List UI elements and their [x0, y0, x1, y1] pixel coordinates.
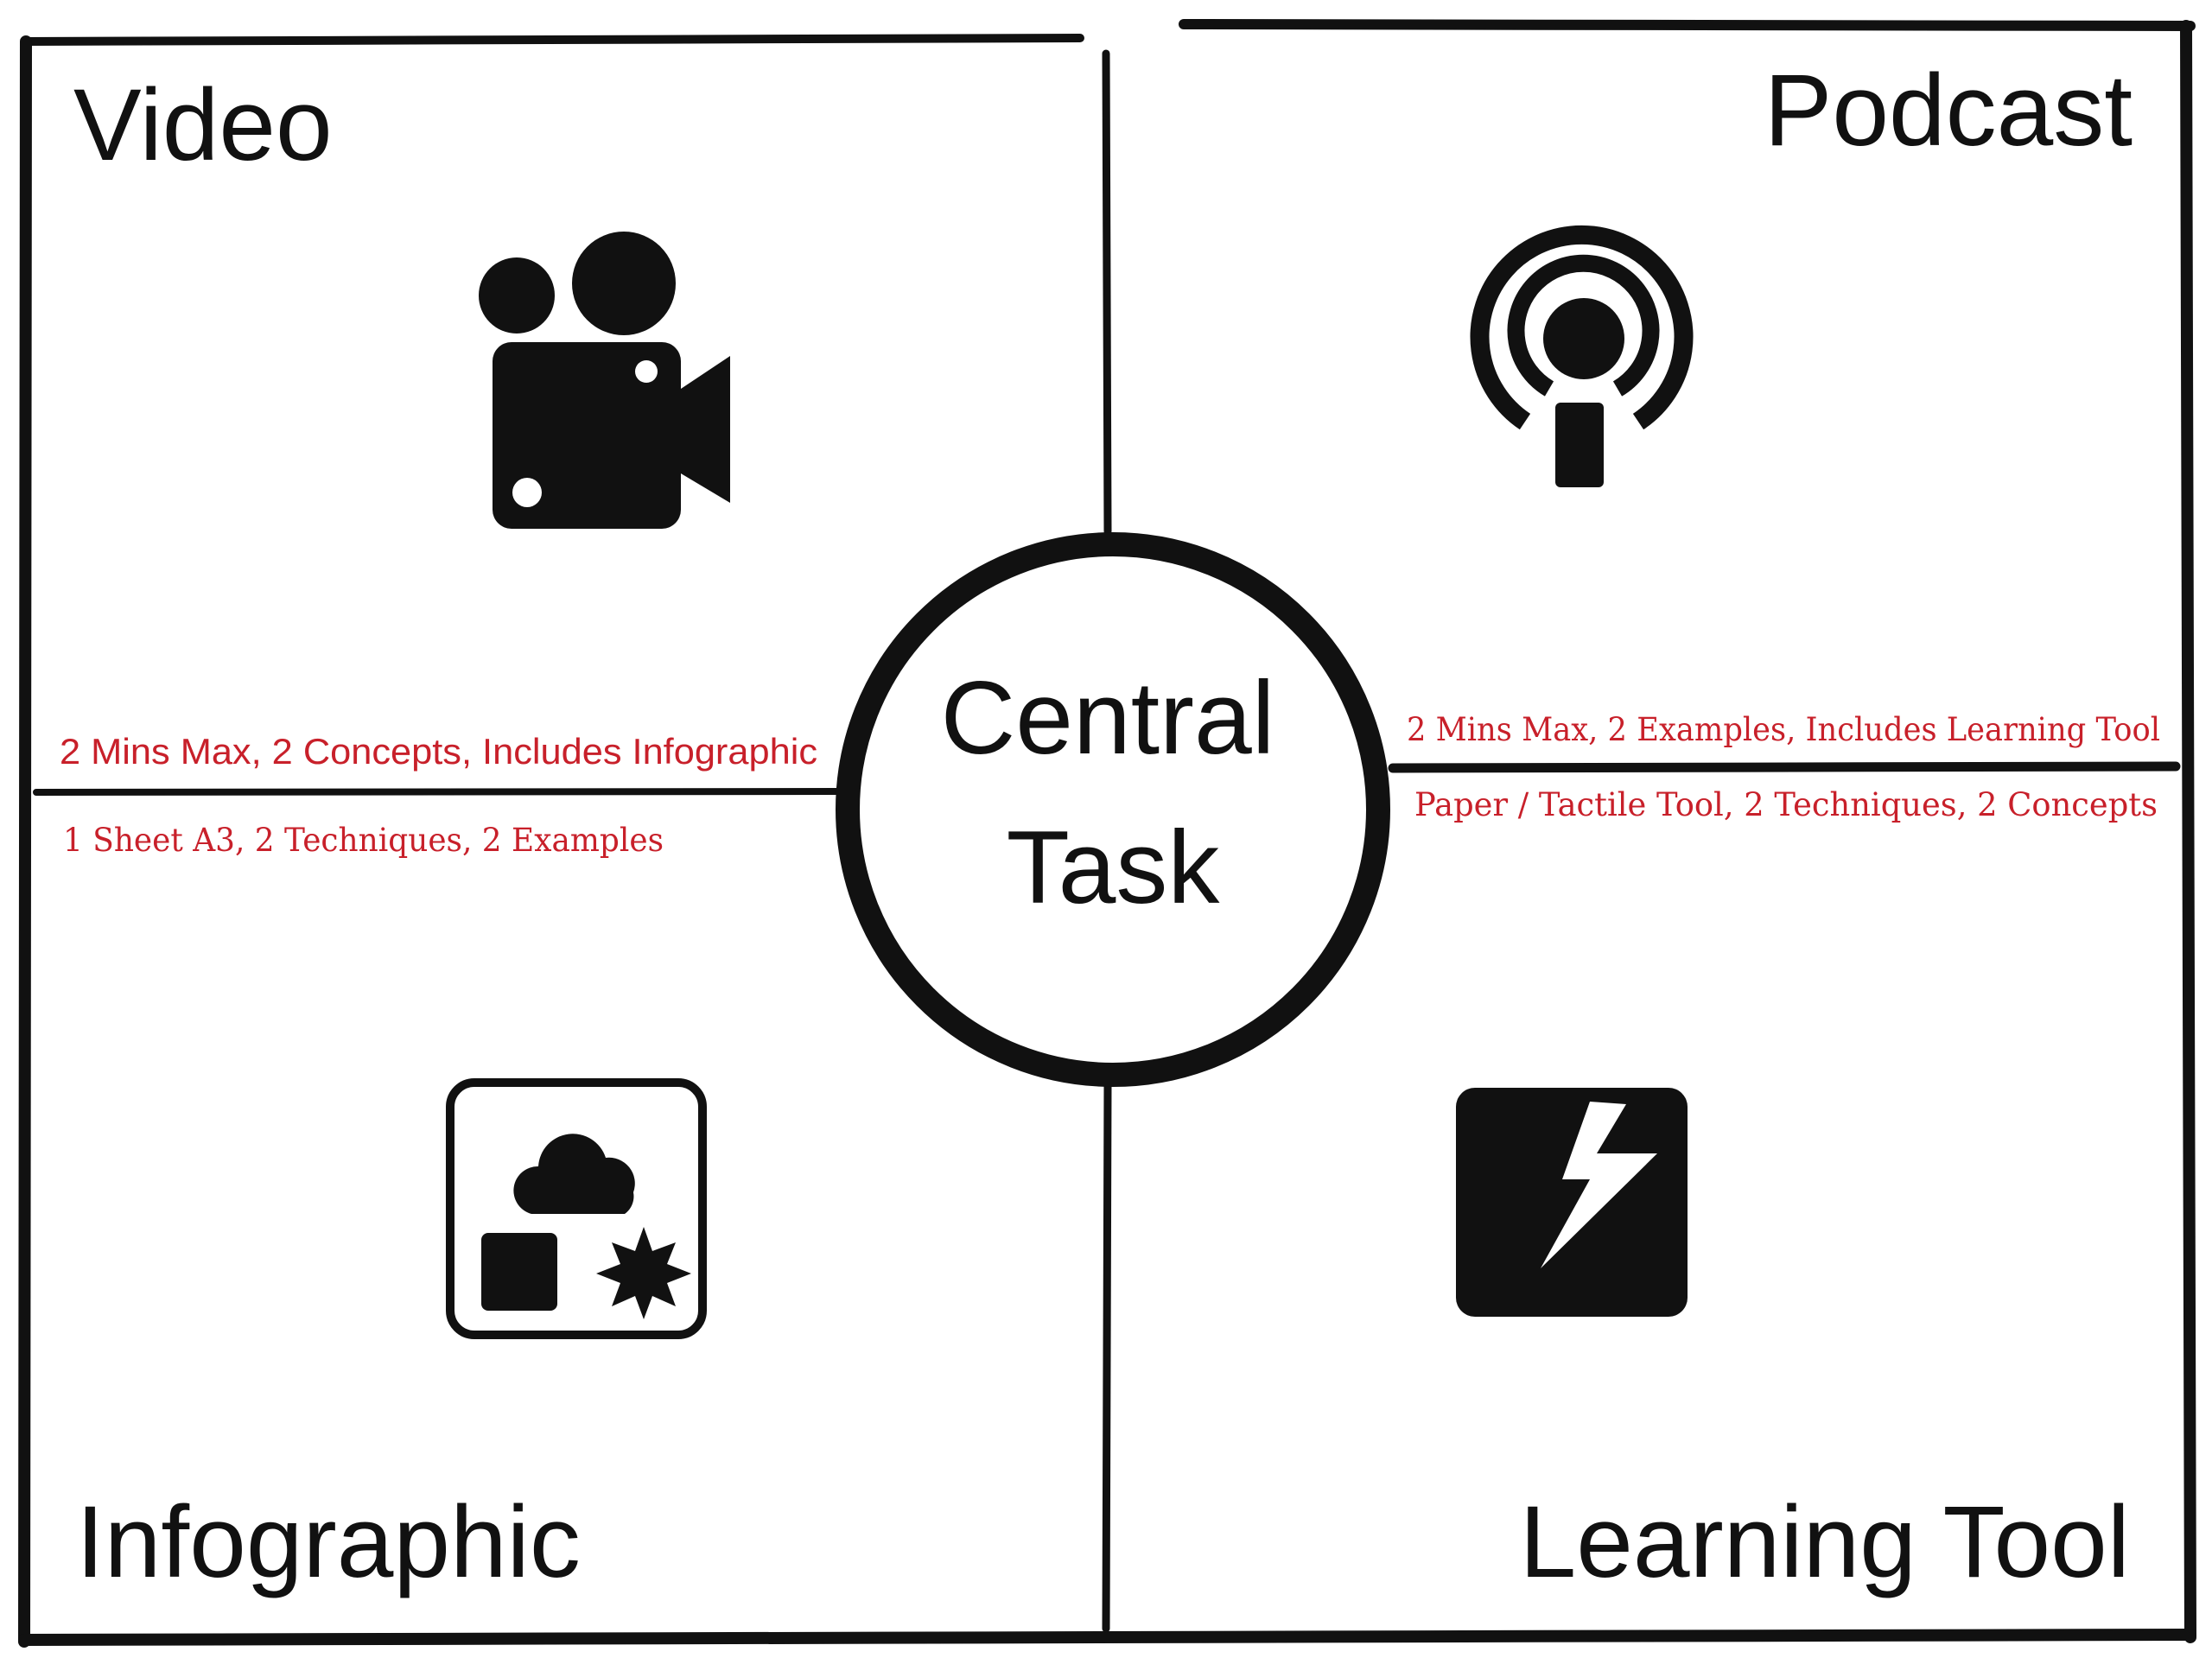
- podcast-icon: [1470, 225, 1694, 487]
- central-task-line1: Central: [941, 660, 1275, 776]
- learning-tool-title: Learning Tool: [1520, 1485, 2130, 1599]
- central-task-circle: [836, 532, 1390, 1087]
- infographic-title: Infographic: [76, 1485, 581, 1599]
- podcast-note: 2 Mins Max, 2 Examples, Includes Learnin…: [1407, 711, 2160, 748]
- lightning-icon: [1456, 1088, 1688, 1317]
- infographic-note: 1 Sheet A3, 2 Techniques, 2 Examples: [63, 822, 664, 859]
- central-task-line2: Task: [1007, 810, 1221, 925]
- podcast-title: Podcast: [1764, 54, 2133, 168]
- infographic-shapes-icon: [446, 1078, 707, 1339]
- learning-tool-note: Paper / Tactile Tool, 2 Techniques, 2 Co…: [1414, 786, 2158, 823]
- video-title: Video: [73, 68, 333, 182]
- frame: [18, 19, 2196, 1648]
- video-camera-icon: [479, 232, 730, 529]
- video-note: 2 Mins Max, 2 Concepts, Includes Infogra…: [60, 731, 817, 772]
